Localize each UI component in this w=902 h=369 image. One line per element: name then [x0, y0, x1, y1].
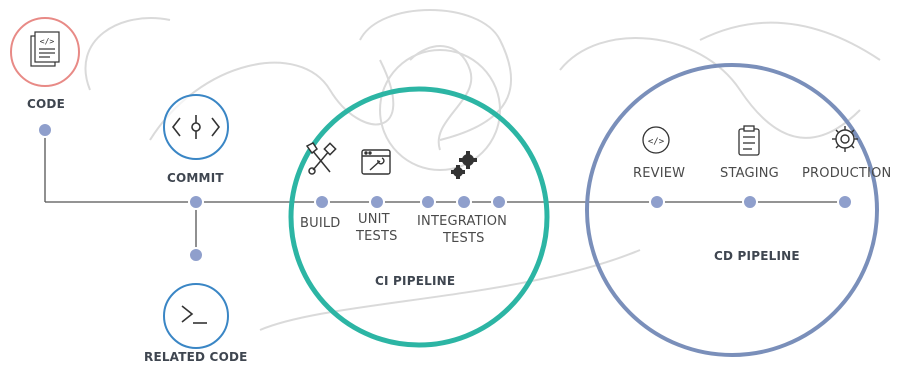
ci-pipeline-ring: [288, 86, 550, 348]
unit-tests-label-line2: TESTS: [356, 229, 398, 244]
node-build: [314, 194, 330, 210]
commit-label: COMMIT: [167, 171, 224, 185]
svg-text:</>: </>: [40, 37, 55, 46]
node-integration-c: [491, 194, 507, 210]
node-review: [649, 194, 665, 210]
clipboard-checklist-icon: [738, 125, 760, 156]
gear-icon: [832, 126, 858, 152]
commit-icon: [171, 115, 221, 139]
svg-text:</>: </>: [648, 137, 665, 147]
code-label: CODE: [27, 97, 65, 111]
tools-icon: [305, 142, 337, 175]
integration-tests-label-line2: TESTS: [443, 231, 485, 246]
node-unit-tests: [369, 194, 385, 210]
cd-pipeline-ring: [585, 63, 879, 357]
review-label: REVIEW: [633, 166, 686, 181]
production-label: PRODUCTION: [802, 166, 892, 181]
related-code-ring: [163, 283, 229, 349]
node-staging: [742, 194, 758, 210]
timeline-nodes: [37, 122, 853, 263]
watermark-emblem: [84, 9, 881, 331]
node-production: [837, 194, 853, 210]
node-related-code: [188, 247, 204, 263]
build-label: BUILD: [300, 216, 341, 231]
integration-tests-label-line1: INTEGRATION: [417, 214, 508, 229]
terminal-icon: [181, 305, 207, 324]
node-integration-a: [420, 194, 436, 210]
staging-label: STAGING: [720, 166, 779, 181]
code-review-icon: </>: [642, 126, 670, 154]
code-document-icon: </>: [30, 31, 60, 67]
wrench-window-icon: [361, 149, 391, 175]
ci-pipeline-label: CI PIPELINE: [375, 274, 456, 288]
gears-icon: [451, 151, 477, 179]
node-commit: [188, 194, 204, 210]
node-code: [37, 122, 53, 138]
timeline: [44, 130, 848, 255]
unit-tests-label-line1: UNIT: [358, 212, 390, 227]
cd-pipeline-label: CD PIPELINE: [714, 249, 800, 263]
commit-ring: [163, 94, 229, 160]
related-code-label: RELATED CODE: [144, 350, 248, 364]
node-integration-b: [456, 194, 472, 210]
